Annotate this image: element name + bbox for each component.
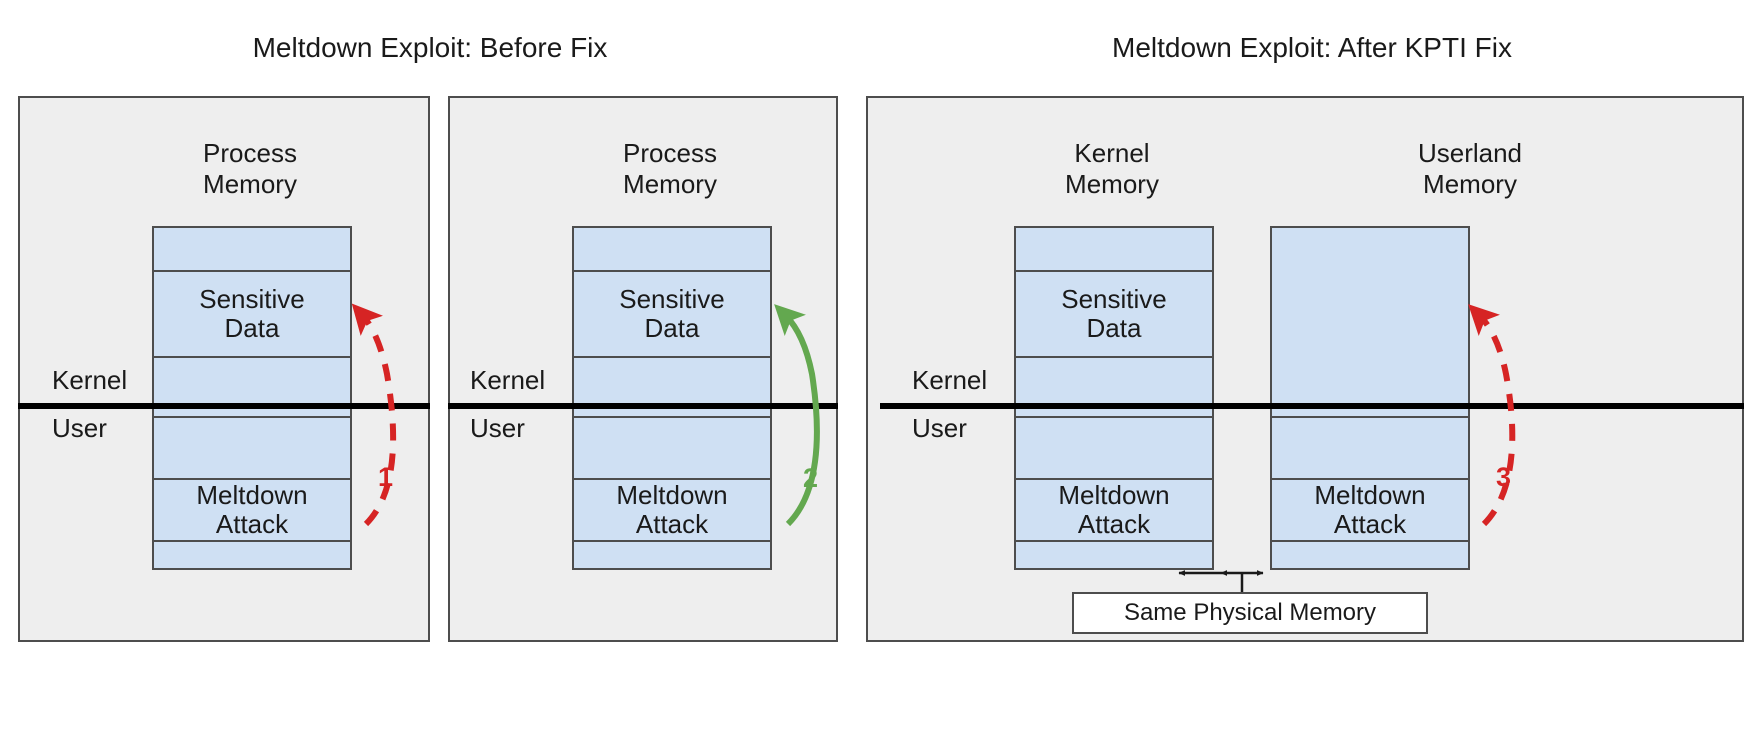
memory-segment-blank (574, 228, 770, 272)
panel3-step-number: 3 (1496, 462, 1512, 492)
panel3-kernel-memory-column: Sensitive Data Meltdown Attack (1014, 226, 1214, 570)
same-physical-memory-box: Same Physical Memory (1072, 592, 1428, 634)
title-before-fix: Meltdown Exploit: Before Fix (252, 32, 608, 63)
memory-segment-meltdown-attack: Meltdown Attack (1016, 480, 1212, 542)
panel1-kernel-label: Kernel (52, 365, 128, 395)
memory-segment-meltdown-attack: Meltdown Attack (1272, 480, 1468, 542)
memory-segment-blank (1016, 358, 1212, 418)
memory-segment-blank (154, 358, 350, 418)
memory-segment-blank (574, 542, 770, 568)
memory-segment-blank (574, 418, 770, 480)
panel1-user-label: User (52, 413, 107, 443)
memory-segment-blank (154, 542, 350, 568)
panel3-userland-column-title: Userland Memory (1417, 138, 1523, 199)
memory-segment-blank (1272, 418, 1468, 480)
title-after-kpti-fix: Meltdown Exploit: After KPTI Fix (1112, 32, 1512, 63)
memory-segment-blank (1272, 228, 1468, 418)
memory-segment-blank (1016, 542, 1212, 568)
panel3-kernel-label: Kernel (912, 365, 988, 395)
panel3-user-label: User (912, 413, 967, 443)
memory-segment-sensitive-data: Sensitive Data (154, 272, 350, 358)
panel1-memory-column: Sensitive Data Meltdown Attack (152, 226, 352, 570)
panel2-column-title: Process Memory (623, 138, 717, 199)
panel1-step-number: 1 (378, 462, 394, 492)
panel2-kernel-label: Kernel (470, 365, 546, 395)
panel2-step-number: 2 (803, 463, 819, 493)
memory-segment-sensitive-data: Sensitive Data (574, 272, 770, 358)
memory-segment-sensitive-data: Sensitive Data (1016, 272, 1212, 358)
memory-segment-blank (1016, 228, 1212, 272)
panel1-column-title: Process Memory (203, 138, 297, 199)
panel2-memory-column: Sensitive Data Meltdown Attack (572, 226, 772, 570)
memory-segment-blank (1272, 542, 1468, 568)
memory-segment-blank (154, 228, 350, 272)
panel3-kernel-column-title: Kernel Memory (1065, 138, 1159, 199)
panel1-kernel-user-divider (18, 403, 430, 409)
panel3-userland-memory-column: Meltdown Attack (1270, 226, 1470, 570)
memory-segment-blank (574, 358, 770, 418)
panel2-user-label: User (470, 413, 525, 443)
panel2-kernel-user-divider (448, 403, 838, 409)
memory-segment-blank (154, 418, 350, 480)
memory-segment-meltdown-attack: Meltdown Attack (574, 480, 770, 542)
panel3-kernel-user-divider (880, 403, 1744, 409)
memory-segment-blank (1016, 418, 1212, 480)
memory-segment-meltdown-attack: Meltdown Attack (154, 480, 350, 542)
